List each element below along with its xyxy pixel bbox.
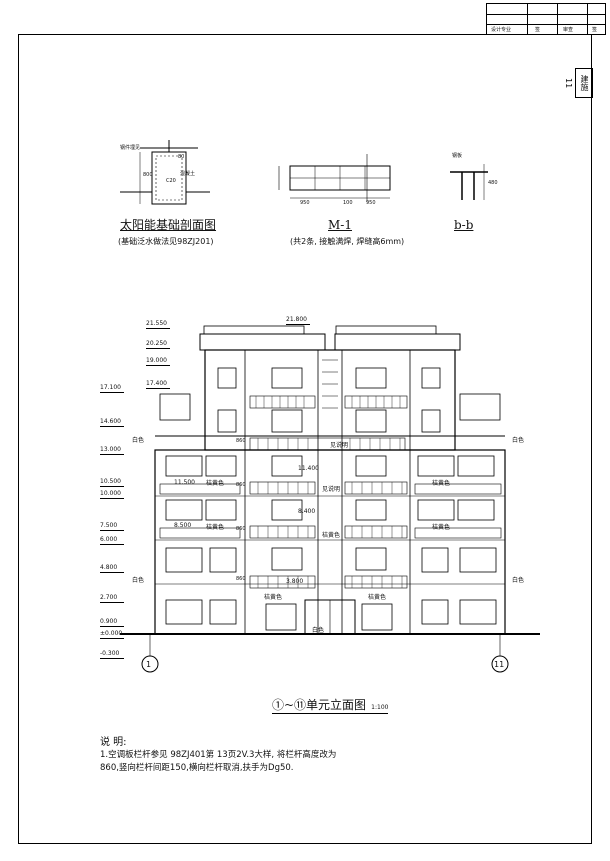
- material-label: 白色: [512, 437, 525, 444]
- material-label: 桔黄色: [206, 524, 225, 531]
- material-label: 桔黄色: [206, 480, 225, 487]
- level-mark: ±0.000: [100, 630, 125, 639]
- balcony-dim: 860: [236, 576, 246, 582]
- bb-label: 钢板: [452, 153, 463, 159]
- notes-line: 1.空调板栏杆参见 98ZJ401第 13页2V.3大样, 将栏杆高度改为: [100, 750, 337, 760]
- drawing-frame: [18, 34, 592, 844]
- foundation-label: 80: [178, 154, 185, 160]
- material-label: 桔黄色: [264, 594, 283, 601]
- foundation-label: 钢件埋见: [120, 145, 141, 151]
- level-mark: 0.900: [100, 618, 125, 627]
- inner-level: 8.400: [298, 508, 316, 515]
- foundation-detail-drawing: [120, 140, 210, 205]
- elevation-scale: 1:100: [371, 704, 389, 711]
- inner-level: 11.500: [174, 479, 195, 486]
- bb-label: 480: [488, 180, 498, 186]
- material-label: 白色: [132, 577, 145, 584]
- bb-title: b-b: [454, 218, 474, 232]
- elevation-title-block: ①~⑪单元立面图 1:100: [272, 694, 389, 714]
- level-mark: 21.550: [146, 320, 170, 329]
- title-block-cell: 签: [535, 27, 541, 33]
- level-mark: 19.000: [146, 357, 170, 366]
- m1-title: M-1: [328, 218, 352, 232]
- level-mark: 6.000: [100, 536, 125, 545]
- inner-level: 11.400: [298, 465, 319, 472]
- level-mark: -0.300: [100, 650, 125, 659]
- level-mark: 13.000: [100, 446, 124, 455]
- material-label: 桔黄色: [322, 532, 341, 539]
- level-mark: 14.600: [100, 418, 124, 427]
- level-mark-top: 21.800: [286, 316, 310, 325]
- m1-subtitle: (共2条, 接触满焊, 焊缝高6mm): [290, 237, 405, 246]
- m1-dim: 100: [343, 200, 353, 206]
- level-mark: 10.500: [100, 478, 124, 487]
- sheet-tag: 建施 11: [564, 68, 593, 98]
- title-block: 设计专业 签 审查 签: [486, 3, 606, 35]
- foundation-title: 太阳能基础剖面图: [120, 218, 217, 232]
- level-mark: 17.400: [146, 380, 170, 389]
- notes-line: 860,竖向栏杆间距150,横向栏杆取消,扶手为Dg50.: [100, 763, 294, 773]
- level-mark: 20.250: [146, 340, 170, 349]
- bb-detail-drawing: [450, 164, 488, 200]
- material-label: 白色: [312, 627, 325, 634]
- balcony-dim: 860: [236, 526, 246, 532]
- inner-level: 8.500: [174, 522, 192, 529]
- material-label: 见说明: [330, 442, 349, 449]
- axis-label-right: 11: [494, 660, 505, 669]
- notes-heading: 说 明:: [100, 737, 127, 748]
- material-label: 白色: [512, 577, 525, 584]
- m1-dim: 950: [300, 200, 310, 206]
- foundation-subtitle: (基础泛水做法见98ZJ201): [118, 237, 214, 246]
- balcony-dim: 860: [236, 482, 246, 488]
- elevation-title: ①~⑪单元立面图: [272, 698, 367, 712]
- level-mark: 17.100: [100, 384, 124, 393]
- title-block-cell: 设计专业: [491, 27, 512, 33]
- foundation-label: 800: [143, 172, 153, 178]
- m1-detail-drawing: [278, 154, 391, 202]
- level-mark: 10.000: [100, 490, 124, 499]
- axis-label-left: 1: [146, 660, 152, 669]
- material-label: 桔黄色: [432, 480, 451, 487]
- level-mark: 7.500: [100, 522, 125, 531]
- foundation-label: C20: [166, 178, 176, 184]
- elevation-drawing: [120, 325, 540, 673]
- level-mark: 4.800: [100, 564, 125, 573]
- inner-level: 3.800: [286, 578, 304, 585]
- title-block-cell: 签: [592, 27, 598, 33]
- foundation-label: 混凝土: [180, 171, 196, 177]
- notes: 说 明: 1.空调板栏杆参见 98ZJ401第 13页2V.3大样, 将栏杆高度…: [100, 736, 336, 775]
- material-label: 桔黄色: [432, 524, 451, 531]
- title-block-cell: 审查: [563, 27, 574, 33]
- material-label: 见说明: [322, 486, 341, 493]
- material-label: 桔黄色: [368, 594, 387, 601]
- level-mark: 2.700: [100, 594, 125, 603]
- balcony-dim: 860: [236, 438, 246, 444]
- material-label: 白色: [132, 437, 145, 444]
- m1-dim: 950: [366, 200, 376, 206]
